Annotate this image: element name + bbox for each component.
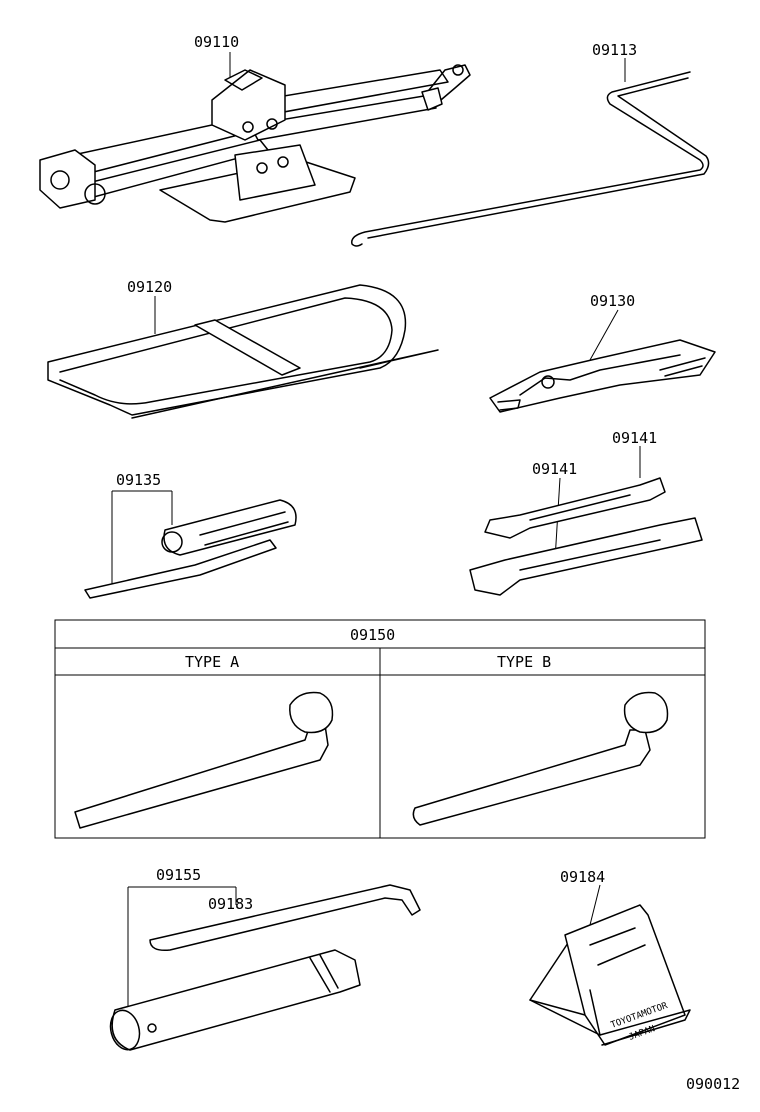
- table-header-type-b: TYPE B: [497, 653, 551, 671]
- lug-wrench-type-a-drawing: [74, 691, 334, 829]
- part-label-wheel-chock: 09184: [560, 868, 605, 886]
- scissor-jack-drawing: [39, 52, 471, 223]
- part-label-wrench-b: 09141: [532, 460, 577, 478]
- part-label-jack: 09110: [194, 33, 239, 51]
- wheel-chock-drawing: [529, 884, 691, 1046]
- part-label-pliers: 09130: [590, 292, 635, 310]
- part-label-screwdriver: 09135: [116, 471, 161, 489]
- tool-bag-drawing: [47, 284, 439, 419]
- part-label-jack-handle-bar: 09183: [208, 895, 253, 913]
- extension-bar-drawing: [109, 884, 421, 1051]
- wrenches-drawing: [469, 446, 703, 596]
- part-label-extension: 09155: [156, 866, 201, 884]
- lug-wrench-type-b-drawing: [412, 691, 669, 826]
- pliers-drawing: [489, 309, 716, 413]
- table-header-type-a: TYPE A: [185, 653, 239, 671]
- screwdriver-drawing: [84, 490, 297, 599]
- figure-id: 090012: [686, 1075, 740, 1093]
- lug-wrench-table: [54, 619, 706, 839]
- part-label-handle: 09113: [592, 41, 637, 59]
- jack-handle-drawing: [351, 58, 710, 247]
- part-label-lug-wrench: 09150: [350, 626, 395, 644]
- part-label-bag: 09120: [127, 278, 172, 296]
- part-label-wrench-a: 09141: [612, 429, 657, 447]
